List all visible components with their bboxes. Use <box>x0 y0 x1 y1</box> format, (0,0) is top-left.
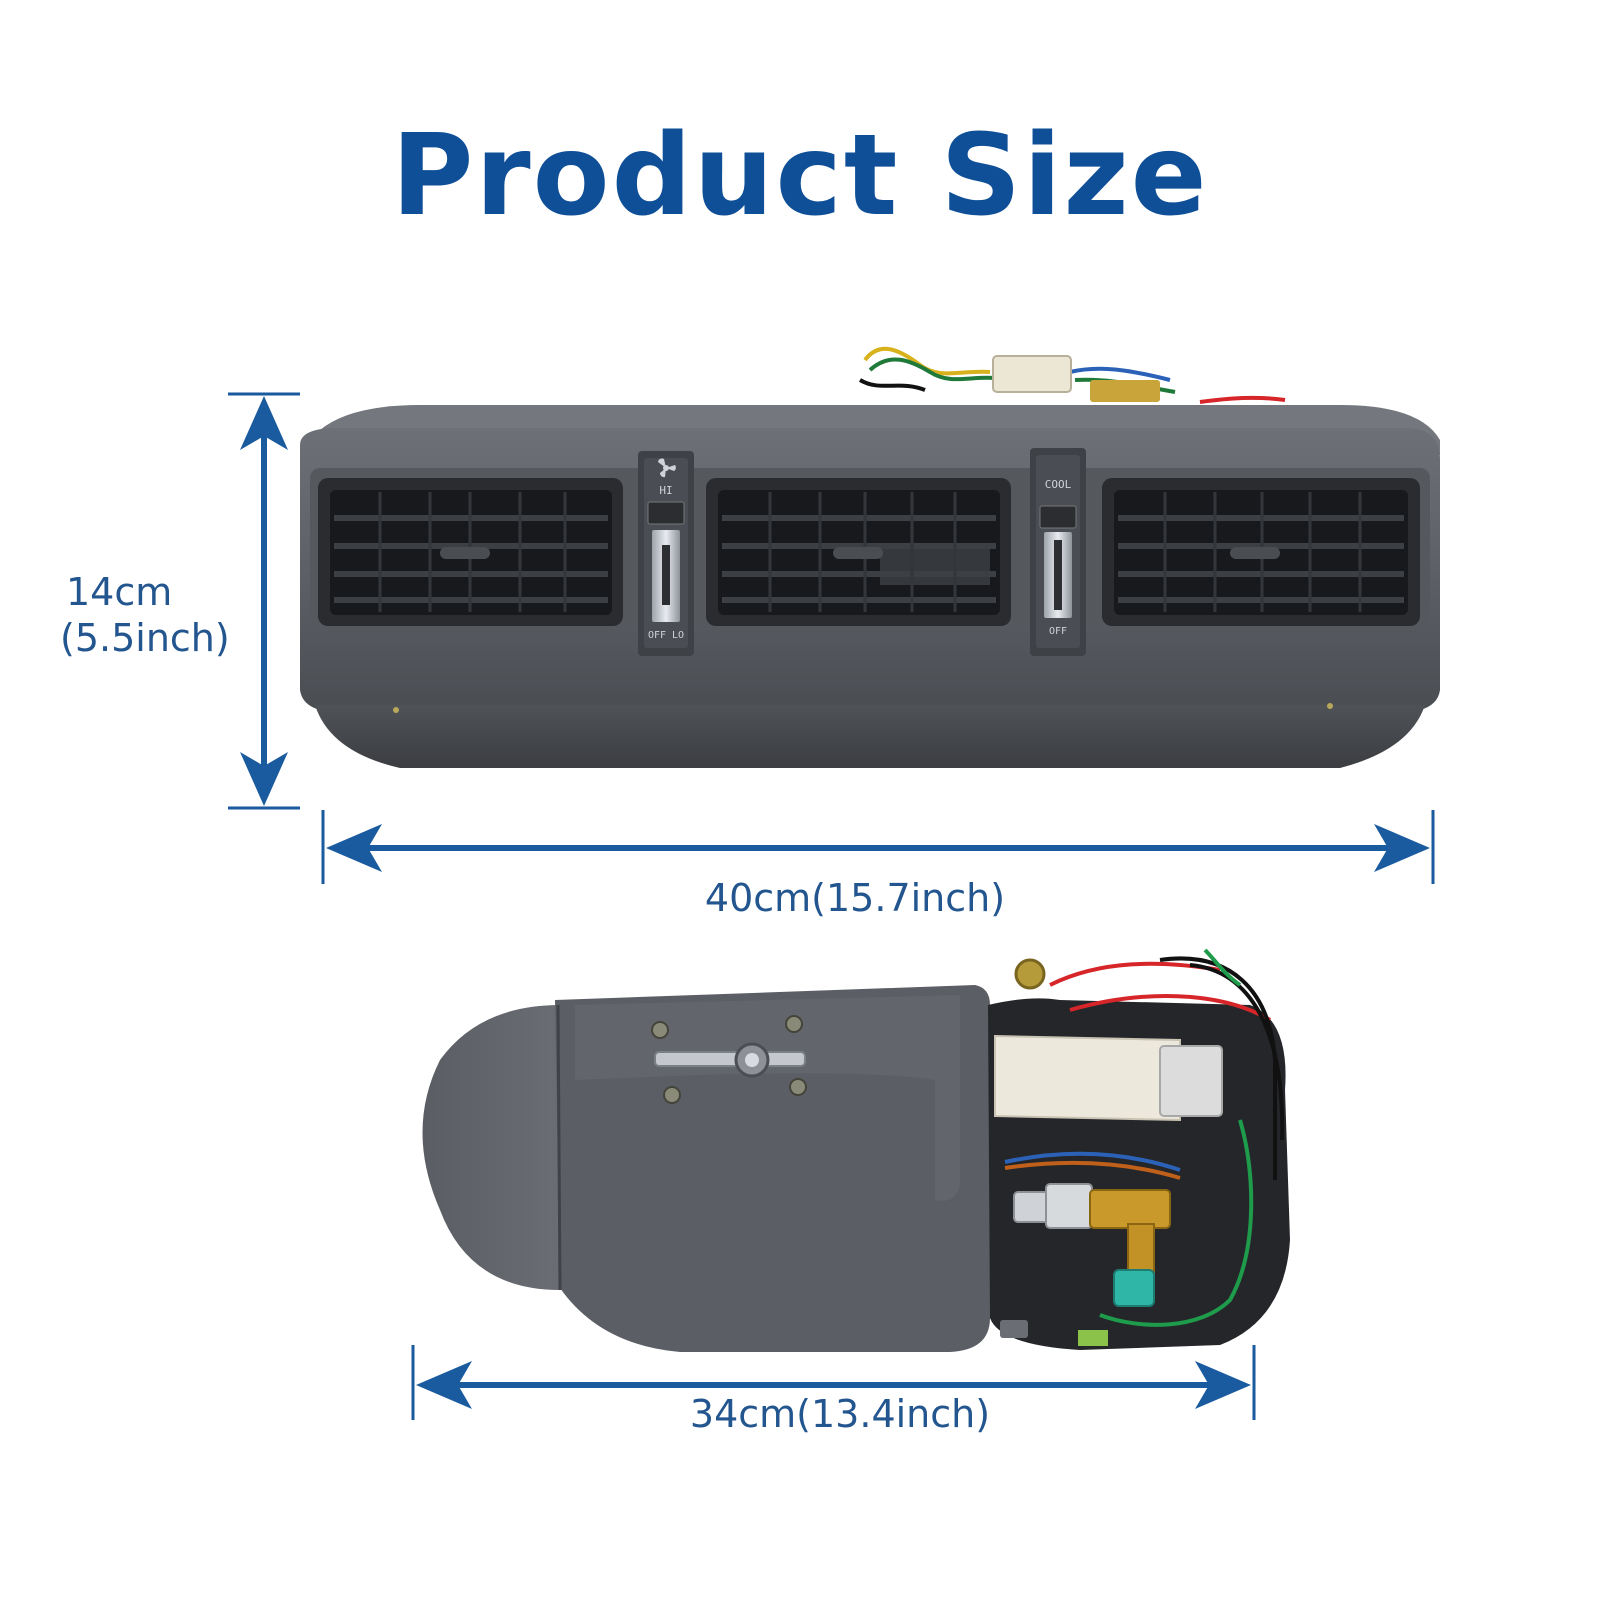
fan-speed-switch: HI OFF LO <box>638 451 694 656</box>
wiring-harness-top <box>858 346 1286 404</box>
air-vent-right <box>1102 478 1420 626</box>
temp-switch-top-label: COOL <box>1045 478 1072 491</box>
temp-switch-bottom-label: OFF <box>1049 626 1067 637</box>
depth-label: 34cm(13.4inch) <box>689 1392 991 1436</box>
green-tag <box>1078 1330 1108 1346</box>
width-label: 40cm(15.7inch) <box>704 876 1006 920</box>
fan-icon <box>658 458 676 478</box>
front-view-unit: HI OFF LO <box>300 346 1440 768</box>
fan-switch-top-label: HI <box>659 484 672 497</box>
mounting-bracket <box>651 1015 807 1104</box>
fan-switch-bottom-label: OFF LO <box>648 630 684 641</box>
brass-valve <box>1013 1183 1171 1307</box>
air-vent-left <box>318 478 623 626</box>
relay-coil <box>1014 958 1046 990</box>
height-metric: 14cm <box>66 570 173 614</box>
wiring-harness-side <box>1004 948 1285 1327</box>
height-label: 14cm (5.5inch) <box>60 570 230 661</box>
page-title: Product Size <box>391 111 1209 241</box>
temperature-switch: COOL OFF <box>1030 448 1086 656</box>
relay-block <box>1090 380 1160 402</box>
connector-plug <box>992 355 1072 393</box>
height-dimension-arrow <box>228 392 300 810</box>
width-dimension-arrow <box>321 810 1435 884</box>
expansion-block <box>994 1034 1223 1122</box>
side-view-unit <box>422 948 1290 1352</box>
air-vent-center <box>706 478 1011 626</box>
depth-dimension-arrow <box>411 1345 1256 1420</box>
height-imperial: (5.5inch) <box>60 615 230 660</box>
